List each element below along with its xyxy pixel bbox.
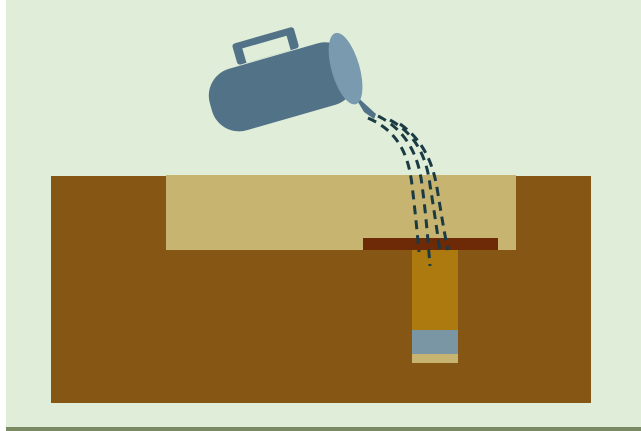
hole-fill bbox=[412, 250, 458, 330]
gravel-layer bbox=[412, 330, 458, 354]
test-hole bbox=[412, 250, 458, 363]
sand-base bbox=[412, 354, 458, 363]
bottom-border-line bbox=[6, 427, 641, 431]
clay-layer bbox=[363, 238, 498, 250]
